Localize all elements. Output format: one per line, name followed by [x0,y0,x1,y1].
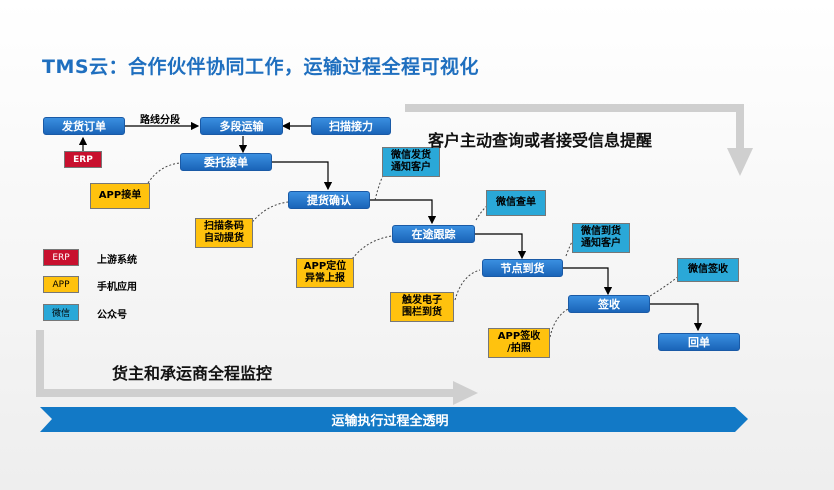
arrow-qianshou-huidan [650,303,703,332]
dot-app-jiedan [147,162,181,184]
node-jiedian: 节点到货 [482,259,563,277]
dot-saomiao-tihuo [249,201,289,226]
note-chufa: 触发电子 围栏到货 [390,292,454,322]
node-saomiao: 扫描接力 [311,117,391,135]
node-zaitu: 在途跟踪 [392,225,475,243]
dot-wx-daohuo [565,237,575,257]
note-wx-fahuo: 微信发货 通知客户 [382,147,440,177]
note-saomiao-tihuo: 扫描条码 自动提货 [195,218,253,248]
dot-app-dingwei [349,235,393,263]
note-app-qianshou: APP签收 /拍照 [488,328,550,358]
dot-chufa [454,269,481,301]
note-wx-qianshou: 微信签收 [677,258,739,282]
node-huidan: 回单 [658,333,740,351]
grey-arrow-bottom-head [453,381,478,405]
node-tihuo: 提货确认 [288,191,370,209]
arrow-tihuo-zaitu [370,199,437,225]
dot-wx-qianshou [649,274,681,297]
grey-arrow-top-head [727,148,753,176]
node-duoduan: 多段运输 [200,117,283,135]
label-huozhu: 货主和承运商全程监控 [112,364,273,383]
banner-text: 运输执行过程全透明 [331,414,449,429]
label-kehu: 客户主动查询或者接受信息提醒 [428,131,653,150]
dot-wx-fahuo [374,171,386,201]
node-qianshou: 签收 [568,295,650,313]
note-erp: ERP [64,151,102,168]
legend-app-box: APP [43,276,79,293]
note-wx-daohuo: 微信到货 通知客户 [572,223,630,253]
note-wx-chadan: 微信查单 [486,190,546,216]
label-luxian: 路线分段 [140,115,180,126]
legend-wx-box: 微信 [43,304,79,321]
legend-app-text: 手机应用 [97,282,137,293]
node-fahuo: 发货订单 [43,117,125,135]
note-app-jiedan: APP接单 [90,183,150,209]
arrow-zaitu-jiedian [475,233,527,260]
grey-arrow-top [405,104,744,150]
banner-arrow [40,407,748,432]
grey-arrow-bottom [36,330,455,397]
legend-wx-text: 公众号 [97,310,127,321]
note-app-dingwei: APP定位 异常上报 [296,258,354,288]
arrow-jiedian-qianshou [563,267,613,296]
legend-erp-box: ERP [43,249,79,266]
arrow-weituo-tihuo [272,161,333,191]
legend-erp-text: 上游系统 [97,255,137,266]
page-title: TMS云：合作伙伴协同工作，运输过程全程可视化 [42,56,480,78]
node-weituo: 委托接单 [180,153,272,171]
dot-app-qianshou [549,307,571,338]
